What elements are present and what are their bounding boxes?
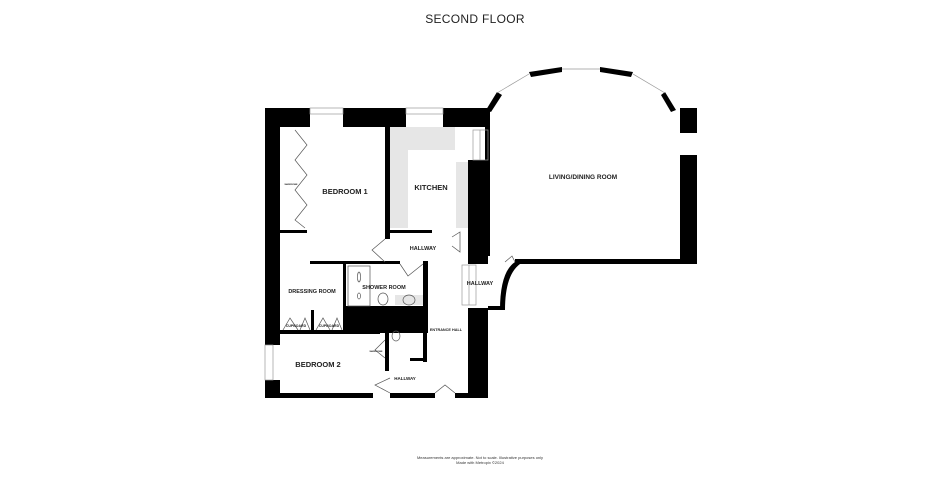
disclaimer-line-2: Made with Metropix ©2024 bbox=[456, 460, 504, 465]
label-wardrobe-1: WARDROBE bbox=[284, 183, 298, 186]
windows bbox=[264, 68, 666, 381]
label-bedroom-2: BEDROOM 2 bbox=[295, 360, 340, 369]
label-wardrobe-2: WARDROBE bbox=[369, 350, 383, 353]
label-cupboard-1: CUPBOARD bbox=[286, 324, 307, 328]
walls bbox=[265, 67, 697, 398]
label-living-dining-room: LIVING/DINING ROOM bbox=[549, 174, 617, 181]
label-cupboard-2: CUPBOARD bbox=[319, 324, 340, 328]
label-entrance-hall: ENTRANCE HALL bbox=[430, 328, 463, 332]
room-labels: BEDROOM 1 KITCHEN LIVING/DINING ROOM HAL… bbox=[284, 174, 617, 381]
label-hallway-bottom: HALLWAY bbox=[394, 376, 416, 381]
label-hallway-right: HALLWAY bbox=[467, 281, 494, 287]
label-shower-room: SHOWER ROOM bbox=[362, 285, 406, 291]
floor-title: SECOND FLOOR bbox=[425, 12, 525, 26]
label-kitchen: KITCHEN bbox=[414, 183, 447, 192]
kitchen-counters bbox=[390, 127, 468, 305]
disclaimer-line-1: Measurements are approximate. Not to sca… bbox=[416, 455, 544, 460]
label-bedroom-1: BEDROOM 1 bbox=[322, 187, 367, 196]
disclaimer: Measurements are approximate. Not to sca… bbox=[380, 455, 580, 465]
doors-and-fixtures bbox=[282, 129, 516, 394]
label-hallway-top: HALLWAY bbox=[410, 246, 437, 252]
label-dressing-room: DRESSING ROOM bbox=[288, 289, 336, 295]
